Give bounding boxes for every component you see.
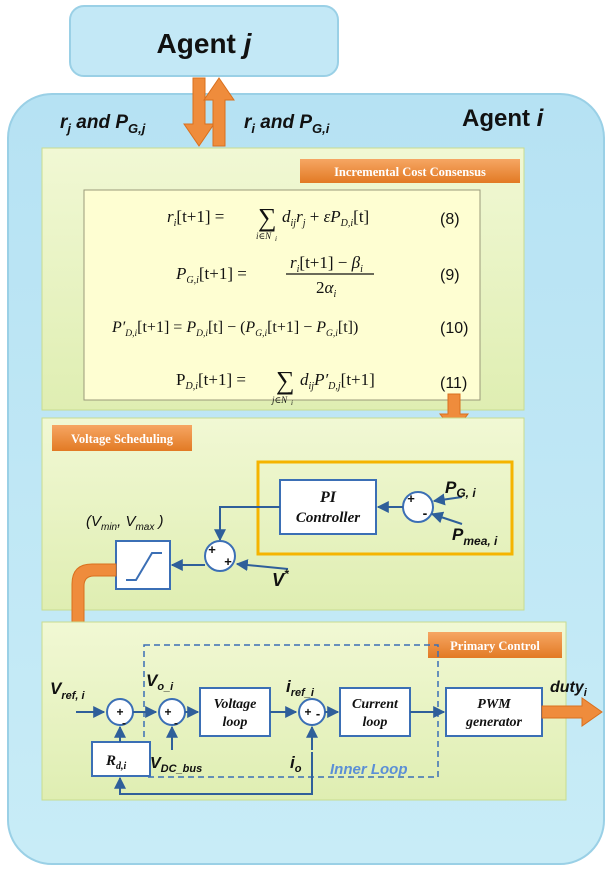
voltage-summing-junction [158, 698, 186, 726]
current-loop-block [339, 687, 411, 737]
primary-tag-label: Primary Control [450, 639, 540, 653]
svg-text:2αi: 2αi [316, 278, 336, 300]
svg-text:j∈N: j∈N [271, 395, 288, 405]
saturation-limiter-block [115, 540, 171, 590]
vref-summing-junction [204, 540, 236, 572]
pwm-line1: PWM [477, 697, 511, 712]
equation-9-number: (9) [440, 267, 460, 284]
equation-10-number: (10) [440, 320, 468, 337]
limits-label: (Vmin, Vmax ) [86, 513, 164, 533]
droop-resistance-label: Rd,i [105, 753, 127, 772]
iref-label: iref_i [286, 677, 315, 699]
vstar-label: V* [272, 567, 290, 590]
svg-text:ri[t+1] =: ri[t+1] = [167, 207, 224, 229]
voltage-loop-block [199, 687, 271, 737]
voltage-loop-line1: Voltage [214, 697, 257, 712]
current-loop-line2: loop [363, 715, 388, 730]
io-label: io [290, 753, 302, 775]
droop-sum-plus: + [116, 705, 123, 719]
pi-controller-line2: Controller [296, 510, 360, 526]
droop-sum-minus: - [122, 716, 126, 730]
consensus-tag-label: Incremental Cost Consensus [334, 165, 486, 179]
vsum-plus: + [164, 705, 171, 719]
svg-text:i∈N: i∈N [256, 231, 272, 241]
consensus-tag [300, 159, 520, 183]
pmea-to-sum-line [430, 511, 463, 525]
agent-j-box [69, 5, 339, 77]
inner-loop-label: Inner Loop [330, 761, 408, 778]
pwm-line2: generator [465, 715, 523, 730]
svg-text:i: i [291, 399, 293, 407]
vdc-label: VDC_bus [150, 755, 202, 775]
agent-i-label: Agent i [462, 105, 545, 132]
duty-label: dutyi [550, 679, 588, 699]
vref-sum-plus-top: + [208, 542, 216, 557]
equation-11-number: (11) [440, 375, 467, 392]
isum-minus: - [316, 706, 320, 721]
pi-to-vsum-line [214, 506, 280, 542]
equation-9: PG,i[t+1] = ri[t+1] − βi 2αi [175, 253, 374, 300]
equation-box [83, 189, 481, 401]
pmea-label: Pmea, i [452, 525, 498, 548]
exchange-right-label: ri and PG,i [244, 112, 330, 136]
exchange-left-label: rj and PG,j [60, 112, 146, 136]
primary-tag [428, 632, 562, 658]
voltage-tag-label: Voltage Scheduling [71, 432, 174, 446]
duty-output-arrow [541, 697, 603, 727]
pi-sum-plus: + [407, 491, 415, 506]
isum-plus: + [304, 705, 311, 719]
pg-label: PG, i [445, 478, 476, 500]
vref-label: Vref, i [50, 679, 86, 702]
svg-text:∑: ∑ [276, 366, 295, 395]
vstar-to-sum-line [235, 559, 289, 572]
up-arrow-to-agent-j [203, 77, 235, 147]
svg-text:P′D,i[t+1] = PD,i[t] − (PG,i[t: P′D,i[t+1] = PD,i[t] − (PG,i[t+1] − PG,i… [111, 319, 358, 339]
io-feedback-line [114, 752, 313, 795]
equation-10: P′D,i[t+1] = PD,i[t] − (PG,i[t+1] − PG,i… [111, 319, 358, 339]
svg-text:PD,i[t+1] =: PD,i[t+1] = [176, 370, 246, 392]
voltage-loop-line2: loop [223, 715, 248, 730]
agent-j-label: Agent j [157, 28, 253, 59]
pg-to-sum-line [432, 493, 463, 506]
pi-sum-minus: - [423, 505, 428, 521]
svg-text:PG,i[t+1] =: PG,i[t+1] = [175, 264, 247, 286]
svg-text:dijrj + εPD,i[t]: dijrj + εPD,i[t] [282, 207, 369, 229]
saturation-icon [126, 552, 162, 581]
pi-controller-block [279, 479, 377, 535]
vsum-minus: - [174, 716, 178, 730]
voltage-tag [52, 425, 192, 451]
vref-sum-plus-right: + [224, 554, 232, 569]
pi-controller-line1: PI [319, 489, 337, 506]
current-loop-line1: Current [352, 697, 399, 712]
svg-text:dijP′D,j[t+1]: dijP′D,j[t+1] [300, 370, 375, 392]
vo-label: Vo_i [146, 671, 174, 693]
svg-text:i: i [275, 235, 277, 243]
equation-8-number: (8) [440, 211, 460, 228]
svg-text:∑: ∑ [258, 203, 277, 232]
current-summing-junction [298, 698, 326, 726]
down-arrow-to-agent-i [183, 77, 215, 147]
svg-text:ri[t+1] − βi: ri[t+1] − βi [290, 253, 363, 275]
